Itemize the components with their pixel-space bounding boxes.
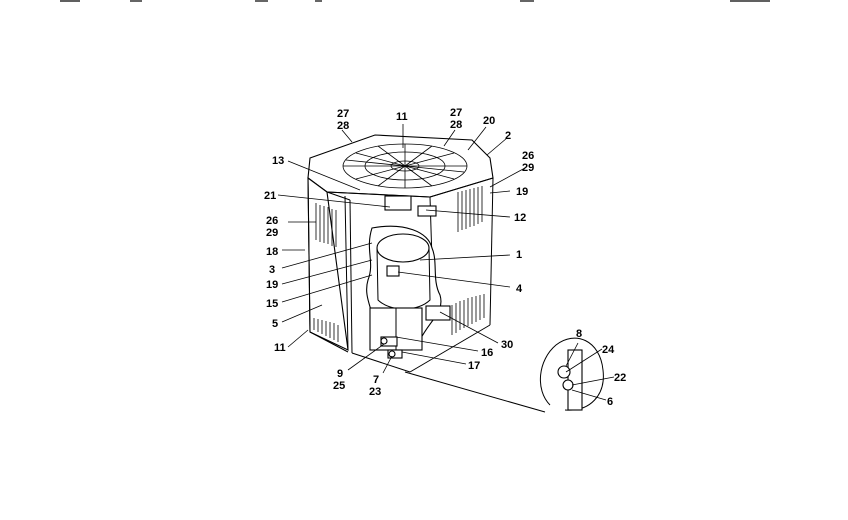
callout-18: 18	[266, 246, 278, 258]
callout-1: 1	[516, 249, 522, 261]
callout-4: 4	[516, 283, 523, 295]
callout-28: 28	[450, 119, 462, 131]
callout-13: 13	[272, 155, 284, 167]
right-bottom-coil	[451, 294, 485, 335]
callout-26: 26	[266, 215, 278, 227]
callout-19: 19	[516, 186, 528, 198]
callout-3: 3	[269, 264, 275, 276]
callout-11: 11	[396, 111, 408, 123]
callout-labels: 27 28 11 27 28 20 2 26 29 13 19 21 12 26…	[264, 107, 626, 408]
callout-17: 17	[468, 360, 480, 372]
callout-12: 12	[514, 212, 526, 224]
inset-leader	[404, 371, 546, 413]
callout-2: 2	[505, 130, 511, 142]
callout-26: 26	[522, 150, 534, 162]
inset-circle	[539, 337, 604, 411]
inset-schrader	[562, 379, 574, 391]
callout-6: 6	[607, 396, 613, 408]
right-louvers	[457, 186, 483, 232]
callout-25: 25	[333, 380, 345, 392]
compressor	[376, 233, 430, 263]
callout-8: 8	[576, 328, 582, 340]
callout-11: 11	[274, 342, 286, 354]
fan-motor	[384, 195, 412, 211]
callout-29: 29	[266, 227, 278, 239]
left-bottom-coil	[313, 318, 339, 342]
callout-19: 19	[266, 279, 278, 291]
callout-23: 23	[369, 386, 381, 398]
callout-16: 16	[481, 347, 493, 359]
callout-24: 24	[602, 344, 615, 356]
inset-valve-cap	[557, 365, 571, 379]
callout-21: 21	[264, 190, 276, 202]
callout-29: 29	[522, 162, 534, 174]
callout-9: 9	[337, 368, 343, 380]
callout-27: 27	[450, 107, 462, 119]
callout-27: 27	[337, 108, 349, 120]
leader-lines	[277, 124, 615, 401]
service-valves	[380, 336, 403, 359]
callout-22: 22	[614, 372, 626, 384]
compressor-terminal	[386, 265, 400, 277]
callout-15: 15	[266, 298, 278, 310]
left-louvers	[315, 203, 337, 247]
callout-7: 7	[373, 374, 379, 386]
contactor	[425, 305, 451, 321]
condenser-unit	[307, 134, 604, 413]
callout-28: 28	[337, 120, 349, 132]
callout-20: 20	[483, 115, 495, 127]
fan-grille-spokes	[343, 144, 467, 188]
callout-30: 30	[501, 339, 513, 351]
callout-5: 5	[272, 318, 278, 330]
